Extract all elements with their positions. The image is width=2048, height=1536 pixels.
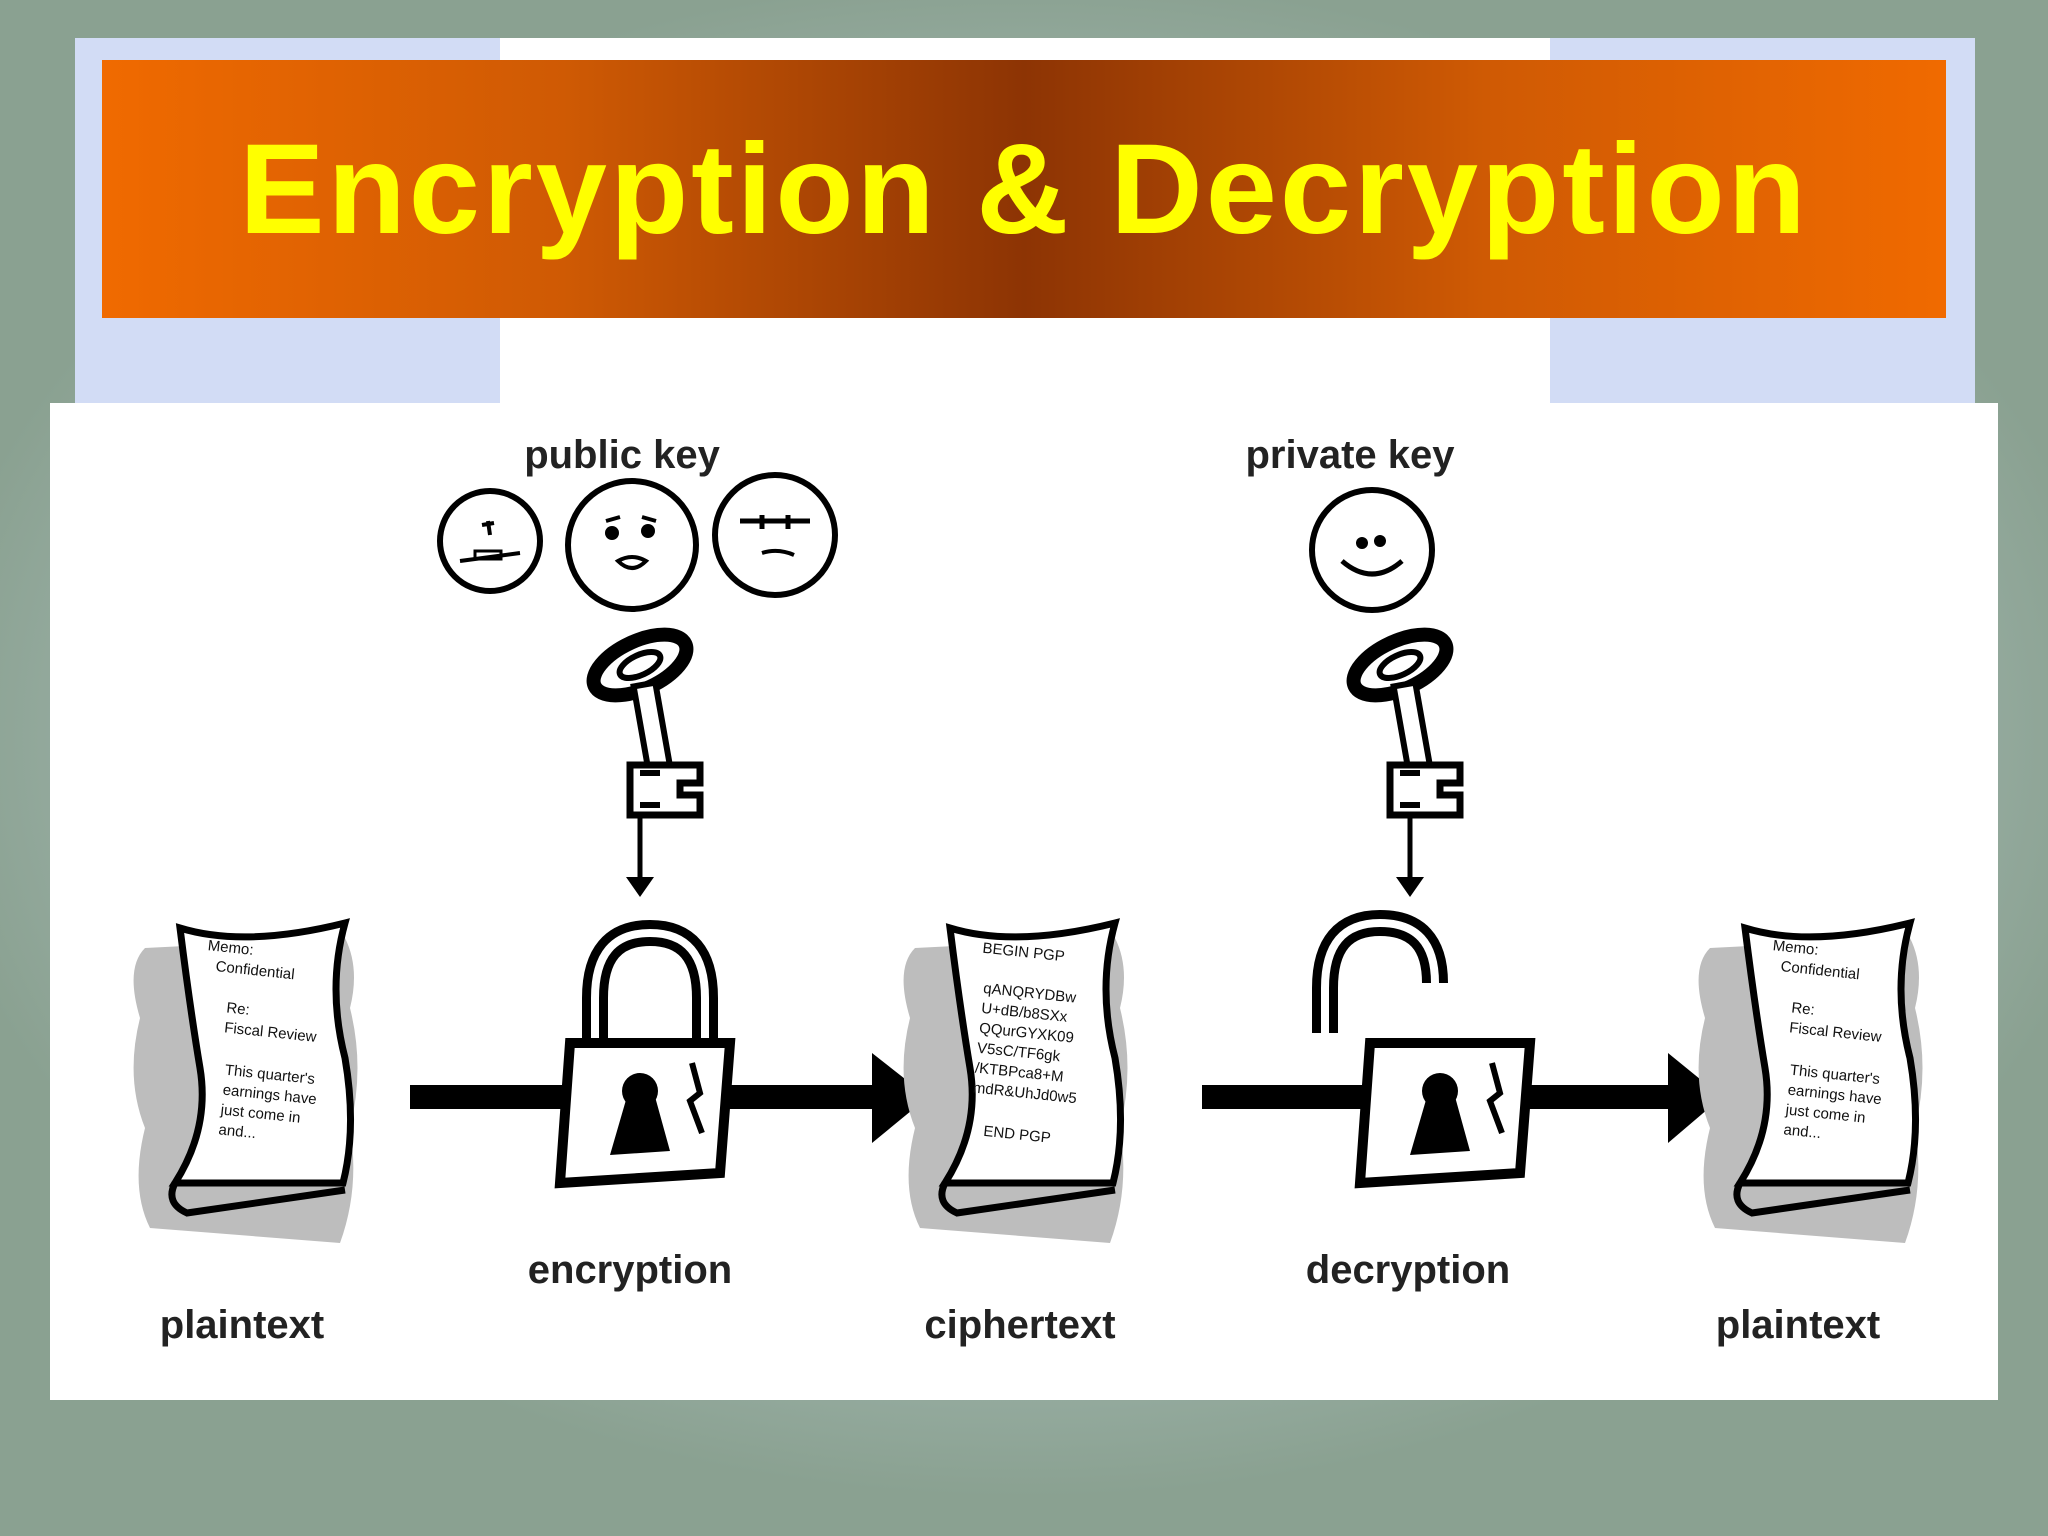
plaintext-left-label: plaintext <box>159 1303 325 1347</box>
encryption-diagram: Memo: Confidential Re: Fiscal Review Thi… <box>50 403 1998 1400</box>
plaintext-right-label: plaintext <box>1715 1303 1881 1347</box>
ciphertext-document-icon: BEGIN PGP qANQRYDBw U+dB/b8SXx QQurGYXK0… <box>904 923 1128 1243</box>
private-key-arrow-icon <box>1396 815 1424 897</box>
public-key-face-3-icon <box>712 472 838 598</box>
private-key-icon <box>1345 622 1460 815</box>
public-key-icon <box>585 622 700 815</box>
decryption-label: decryption <box>1305 1248 1511 1292</box>
plaintext-document-left-icon: Memo: Confidential Re: Fiscal Review Thi… <box>134 923 358 1243</box>
public-key-arrow-icon <box>626 815 654 897</box>
public-key-face-1-icon <box>437 488 543 594</box>
open-lock-icon <box>1325 923 1530 1183</box>
private-key-label: private key <box>1245 433 1455 477</box>
public-key-label: public key <box>524 433 720 477</box>
ciphertext-label: ciphertext <box>924 1303 1116 1347</box>
encryption-label: encryption <box>527 1248 733 1292</box>
private-key-face-icon <box>1309 487 1435 613</box>
closed-lock-icon <box>560 933 730 1183</box>
public-key-face-2-icon <box>565 478 699 612</box>
slide-title: Encryption & Decryption <box>239 117 1809 261</box>
title-bar: Encryption & Decryption <box>102 60 1946 318</box>
plaintext-document-right-icon: Memo: Confidential Re: Fiscal Review Thi… <box>1699 923 1923 1243</box>
